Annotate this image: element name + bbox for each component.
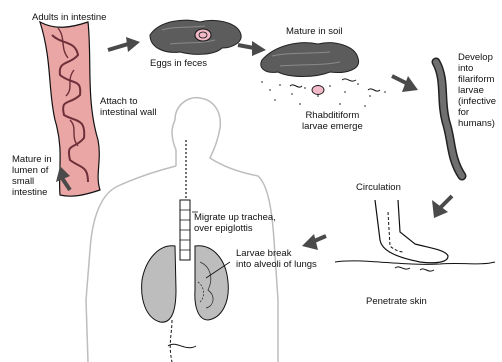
arrow-to-eggs bbox=[108, 44, 128, 50]
label-mature-in-soil: Mature in soil bbox=[286, 26, 343, 37]
label-penetrate-skin: Penetrate skin bbox=[366, 296, 427, 307]
foot-illustration bbox=[335, 200, 495, 271]
label-eggs-in-feces: Eggs in feces bbox=[150, 58, 207, 69]
label-develop-filariform: Develop into filariform larvae (infectiv… bbox=[458, 52, 502, 129]
label-migrate-up-trachea: Migrate up trachea, over epiglottis bbox=[194, 212, 276, 234]
label-circulation: Circulation bbox=[356, 182, 401, 193]
label-adults-in-intestine: Adults in intestine bbox=[32, 12, 106, 23]
label-rhabditiform-larvae-emerge: Rhabditiform larvae emerge bbox=[302, 110, 363, 132]
feces-with-egg bbox=[150, 20, 241, 54]
label-larvae-break-into-alveoli: Larvae break into alveoli of lungs bbox=[236, 248, 317, 270]
label-mature-in-small-intestine: Mature in lumen of small intestine bbox=[12, 154, 52, 198]
label-attach-to-intestinal-wall: Attach to intestinal wall bbox=[100, 96, 157, 118]
soil-with-larvae bbox=[261, 43, 386, 107]
arrow-to-circulation bbox=[440, 196, 452, 208]
arrow-to-soil bbox=[238, 45, 254, 48]
